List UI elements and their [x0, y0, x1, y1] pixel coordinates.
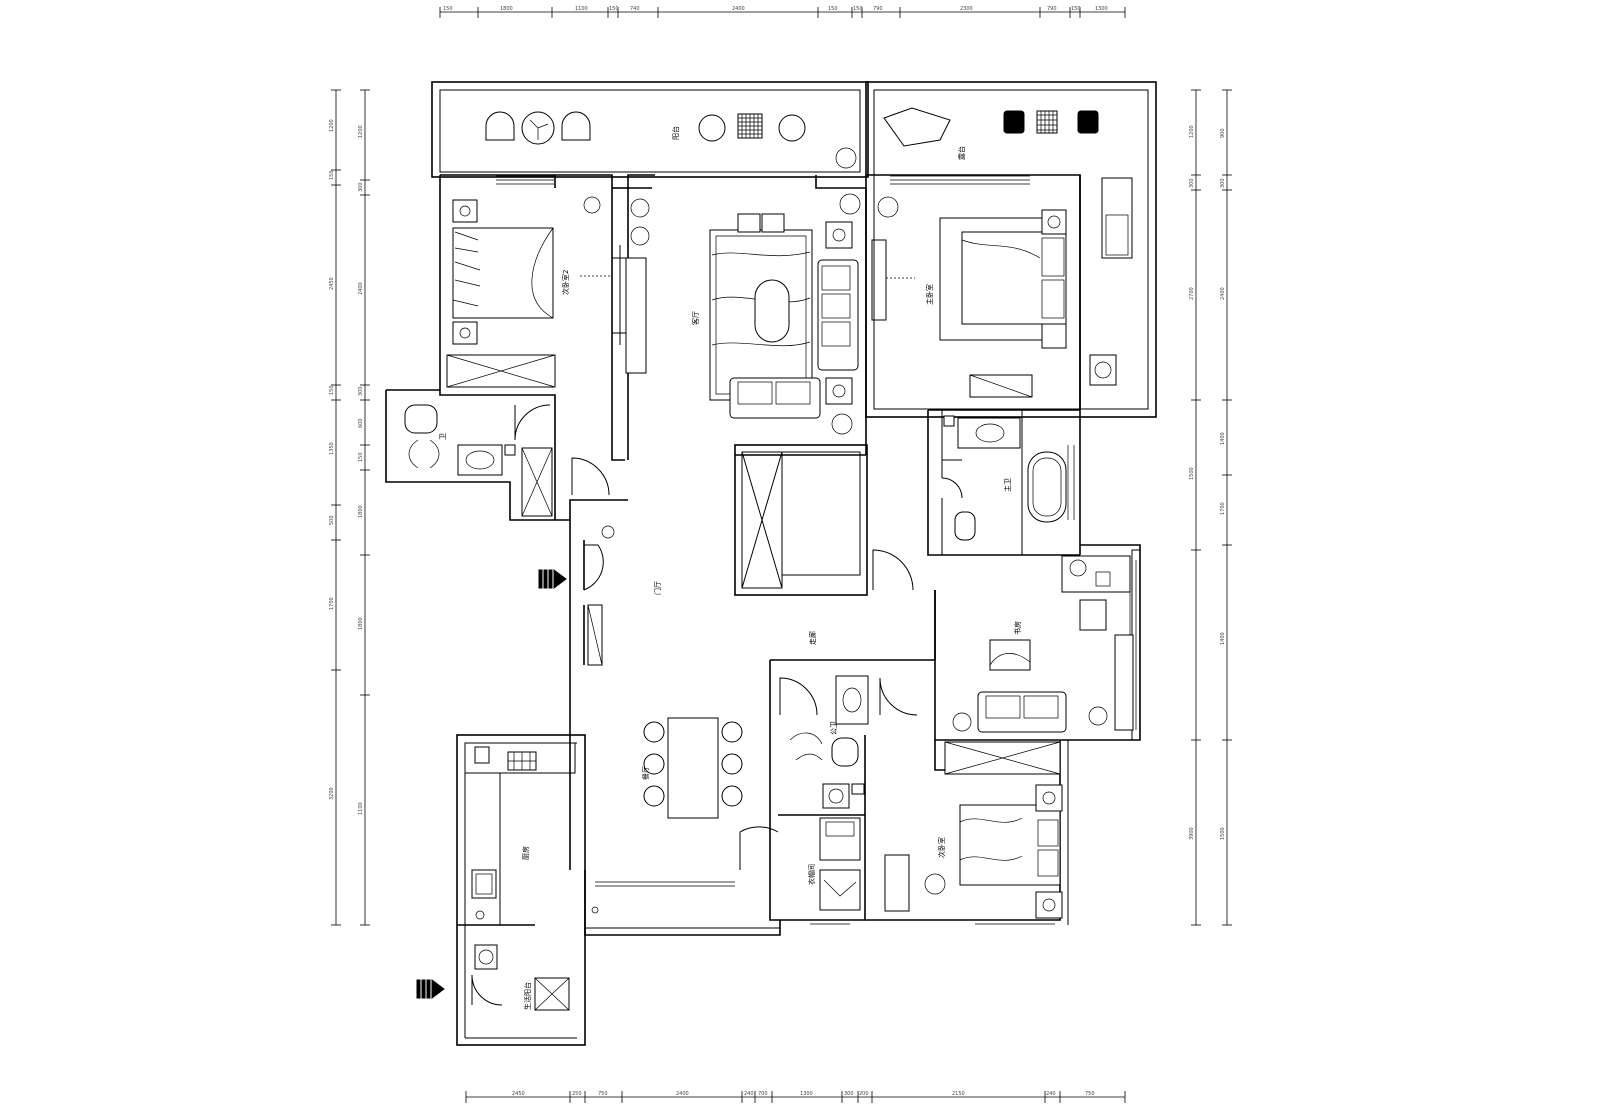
dim-left-outer-3: 150 [329, 385, 335, 395]
dim-left-inner-0: 1200 [358, 125, 364, 138]
dim-top-0: 150 [443, 6, 453, 12]
dim-bottom-9: 2150 [952, 1091, 965, 1097]
room-label-bedroom-nw: 次卧室2 [561, 270, 570, 295]
windows [496, 175, 1137, 925]
dim-right-inner-4: 1700 [1220, 502, 1226, 515]
dim-left-inner-8: 1100 [358, 802, 364, 815]
west-bath-fixtures [404, 404, 553, 517]
dim-left-inner-7: 1800 [358, 617, 364, 630]
master-bath-fixtures [943, 415, 1067, 541]
central-bath-fixtures [789, 675, 869, 809]
dimension-right: 1200 300 2700 1500 3900 900 300 2400 140… [1189, 89, 1232, 926]
dim-right-inner-3: 1400 [1220, 432, 1226, 445]
dim-bottom-2: 750 [598, 1091, 608, 1097]
kitchen-furniture [464, 742, 599, 1011]
dim-bottom-0: 2450 [512, 1091, 525, 1097]
foyer-items [587, 525, 615, 666]
dim-left-outer-2: 2450 [329, 277, 335, 290]
room-label-master-bedroom: 主卧室 [925, 284, 934, 305]
cloakroom-furniture [819, 817, 861, 911]
dim-top-2: 1100 [575, 6, 588, 12]
room-label-corridor: 走廊 [808, 631, 817, 645]
dim-right-inner-6: 1500 [1220, 827, 1226, 840]
dim-top-3: 150 [609, 6, 619, 12]
dim-top-9: 2300 [960, 6, 973, 12]
dim-top-5: 2400 [732, 6, 745, 12]
dim-right-inner-0: 900 [1220, 128, 1226, 138]
dimension-bottom: 2450 250 750 2400 240 700 1300 300 200 2… [465, 1091, 1126, 1103]
dim-left-outer-7: 3200 [329, 787, 335, 800]
dim-bottom-7: 300 [844, 1091, 854, 1097]
dim-bottom-8: 200 [859, 1091, 869, 1097]
dim-left-outer-0: 1200 [329, 119, 335, 132]
dim-left-inner-1: 300 [358, 182, 364, 192]
dim-left-inner-5: 150 [358, 452, 364, 462]
dimension-top: 150 1800 1100 150 740 2400 150 150 790 2… [439, 6, 1126, 18]
dim-bottom-11: 750 [1085, 1091, 1095, 1097]
dim-left-inner-3: 300 [358, 386, 364, 396]
doors [471, 404, 963, 1006]
dim-left-inner-6: 1800 [358, 505, 364, 518]
dim-left-outer-5: 500 [329, 515, 335, 525]
bedroom-nw-furniture [446, 196, 650, 388]
room-label-terrace-ne: 露台 [957, 146, 966, 160]
study-furniture [952, 555, 1134, 733]
dim-top-10: 790 [1047, 6, 1057, 12]
dim-right-outer-0: 1200 [1189, 125, 1195, 138]
room-label-bath-master: 主卫 [1003, 478, 1012, 492]
bedroom-se-furniture [884, 741, 1063, 919]
dim-top-7: 150 [853, 6, 863, 12]
room-label-balcony-north: 阳台 [671, 126, 680, 140]
master-bedroom-furniture [877, 196, 1067, 398]
dim-left-inner-4: 600 [358, 418, 364, 428]
dim-right-outer-1: 300 [1189, 178, 1195, 188]
room-label-bath-c: 公卫 [830, 721, 838, 735]
living-room-furniture [709, 193, 915, 435]
room-label-kitchen: 厨房 [521, 846, 530, 860]
dim-bottom-1: 250 [572, 1091, 582, 1097]
room-label-study: 书房 [1013, 621, 1022, 635]
dim-right-inner-2: 2400 [1220, 287, 1226, 300]
dim-right-outer-4: 3900 [1189, 827, 1195, 840]
dim-top-1: 1800 [500, 6, 513, 12]
service-entrance-arrow [416, 979, 445, 999]
room-label-cloakroom: 衣帽间 [807, 864, 816, 885]
dim-top-4: 740 [630, 6, 640, 12]
dim-right-outer-2: 2700 [1189, 287, 1195, 300]
dim-left-outer-6: 1700 [329, 597, 335, 610]
room-label-service-balcony: 生活阳台 [523, 982, 532, 1010]
main-entrance-arrow [538, 569, 567, 589]
dim-left-inner-2: 2400 [358, 282, 364, 295]
dining-furniture [643, 717, 743, 819]
room-label-bedroom-se: 次卧室 [937, 837, 946, 858]
dim-left-outer-4: 1350 [329, 442, 335, 455]
dim-top-6: 150 [828, 6, 838, 12]
dim-left-outer-1: 150 [329, 170, 335, 180]
dim-bottom-5: 700 [758, 1091, 768, 1097]
dimension-left: 1200 150 2450 150 1350 500 1700 3200 120… [329, 89, 370, 926]
dim-right-inner-1: 300 [1220, 178, 1226, 188]
dim-top-11: 150 [1071, 6, 1081, 12]
room-label-dining: 餐厅 [641, 766, 650, 780]
dim-bottom-10: 240 [1046, 1091, 1056, 1097]
room-label-living-room: 客厅 [691, 311, 700, 325]
dim-right-inner-5: 1400 [1220, 632, 1226, 645]
balcony-furniture [485, 111, 857, 169]
dim-right-outer-3: 1500 [1189, 467, 1195, 480]
room-label-foyer: 门厅 [653, 581, 662, 595]
terrace-furniture [883, 107, 1133, 386]
dim-top-12: 1300 [1095, 6, 1108, 12]
dim-bottom-6: 1300 [800, 1091, 813, 1097]
dim-top-8: 790 [873, 6, 883, 12]
dim-bottom-3: 2400 [676, 1091, 689, 1097]
dim-bottom-4: 240 [744, 1091, 754, 1097]
room-label-bath-w: 卫 [439, 433, 447, 440]
